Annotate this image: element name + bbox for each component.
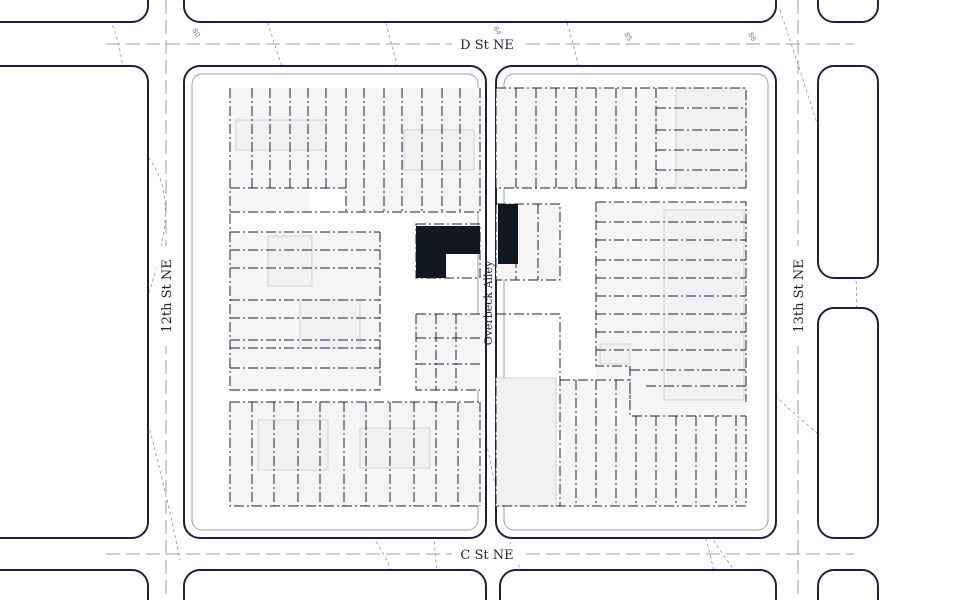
- street-label-south: C St NE: [460, 548, 513, 563]
- contour-label-3: 85: [622, 31, 633, 43]
- alley-label: Overbeck Alley: [482, 260, 495, 345]
- street-labels: D St NE C St NE 12th St NE 13th St NE Ov…: [156, 34, 808, 564]
- street-label-east: 13th St NE: [792, 259, 807, 332]
- contour-label-1: 80: [190, 27, 201, 39]
- contour-label-2: 84: [491, 25, 503, 37]
- contour-labels: 80 84 85 88: [190, 25, 757, 43]
- contour-label-4: 88: [746, 31, 757, 43]
- east-block-buildings: [495, 87, 747, 507]
- street-label-west: 12th St NE: [160, 259, 175, 332]
- street-label-north: D St NE: [460, 38, 514, 53]
- surrounding-blocks: [0, 0, 879, 600]
- highlighted-building-west: [416, 226, 480, 278]
- highlighted-buildings: [416, 204, 518, 278]
- highlighted-building-east: [498, 204, 518, 264]
- west-block-buildings: [229, 88, 481, 507]
